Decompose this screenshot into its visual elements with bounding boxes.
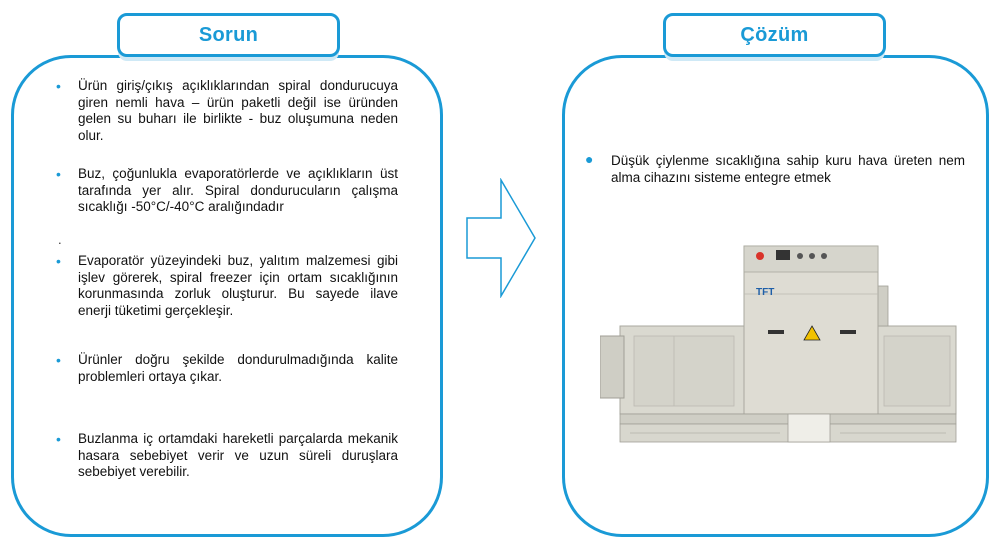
list-item: • Ürün giriş/çıkış açıklıklarından spira… xyxy=(56,78,398,143)
list-item: • Evaporatör yüzeyindeki buz, yalıtım ma… xyxy=(56,253,398,318)
solution-bullet: ● Düşük çiylenme sıcaklığına sahip kuru … xyxy=(585,151,965,185)
bullet-dot-icon: • xyxy=(56,166,61,182)
bullet-dot-icon: ● xyxy=(585,151,594,167)
problem-title: Sorun xyxy=(198,23,259,46)
list-item: • Ürünler doğru şekilde dondurulmadığınd… xyxy=(56,352,398,384)
list-item: • Buz, çoğunlukla evaporatörlerde ve açı… xyxy=(56,166,398,214)
right-arrow-outline-icon xyxy=(466,178,536,298)
solution-title: Çözüm xyxy=(740,23,809,46)
bullet-dot-icon: • xyxy=(56,352,61,368)
problem-title-tab: Sorun xyxy=(117,13,340,57)
solution-title-tab: Çözüm xyxy=(663,13,886,57)
list-item: • Buzlanma iç ortamdaki hareketli parçal… xyxy=(56,431,398,479)
machine-brand: TFT xyxy=(756,287,774,298)
stray-mark: . xyxy=(58,232,62,247)
bullet-dot-icon: • xyxy=(56,431,61,447)
problem-panel xyxy=(11,55,443,537)
bullet-dot-icon: • xyxy=(56,78,61,94)
solution-panel xyxy=(562,55,989,537)
bullet-dot-icon: • xyxy=(56,253,61,269)
dehumidifier-unit-image: TFT xyxy=(600,245,957,443)
